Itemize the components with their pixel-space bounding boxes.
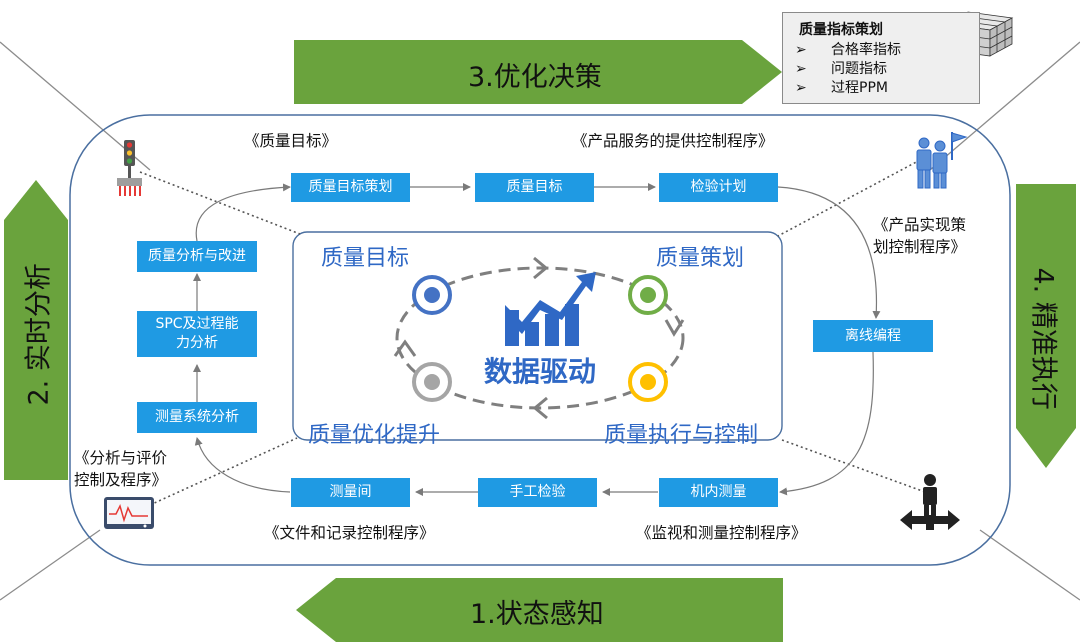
procedure-analysis: 《分析与评价 控制及程序》 bbox=[74, 449, 168, 489]
inner-frame bbox=[292, 231, 783, 441]
quality-indicator-card: 质量指标策划 ➢合格率指标 ➢问题指标 ➢过程PPM bbox=[782, 12, 980, 104]
label-quality-execute: 质量执行与控制 bbox=[604, 423, 759, 448]
center-title: 数据驱动 bbox=[484, 355, 597, 388]
node-goal bbox=[412, 275, 452, 315]
procedure-service-control: 《产品服务的提供控制程序》 bbox=[572, 132, 774, 150]
presenter-flag-icon bbox=[916, 132, 968, 189]
flow-arrows bbox=[193, 183, 881, 496]
dotted-connectors bbox=[139, 159, 926, 506]
step-offline-programming: 离线编程 bbox=[813, 320, 933, 352]
monitor-chart-icon bbox=[104, 497, 154, 529]
step-goal-planning: 质量目标策划 bbox=[291, 173, 410, 202]
step-measure-room: 测量间 bbox=[291, 478, 410, 507]
left-arrow-shape bbox=[4, 180, 68, 480]
decision-person-icon bbox=[900, 474, 960, 530]
procedure-realization: 《产品实现策 划控制程序》 bbox=[873, 216, 967, 256]
list-item: ➢问题指标 bbox=[795, 61, 887, 77]
left-arrow-label: 2. 实时分析 bbox=[23, 263, 55, 406]
procedure-document-control: 《文件和记录控制程序》 bbox=[264, 524, 435, 542]
list-item: ➢过程PPM bbox=[795, 80, 888, 96]
node-execute bbox=[628, 362, 668, 402]
step-manual-inspection: 手工检验 bbox=[478, 478, 597, 507]
top-arrow-shape bbox=[294, 40, 782, 104]
card-title: 质量指标策划 bbox=[799, 22, 883, 38]
right-arrow-shape bbox=[1016, 184, 1076, 468]
bottom-arrow-shape bbox=[296, 578, 783, 642]
step-msa: 测量系统分析 bbox=[137, 402, 257, 433]
growth-chart-icon bbox=[505, 272, 596, 346]
step-goal: 质量目标 bbox=[475, 173, 594, 202]
outer-frame bbox=[69, 114, 1011, 566]
label-quality-improve: 质量优化提升 bbox=[308, 423, 441, 448]
top-arrow-label: 3.优化决策 bbox=[468, 62, 602, 93]
node-plan bbox=[628, 275, 668, 315]
procedure-quality-goal: 《质量目标》 bbox=[244, 132, 338, 150]
step-quality-improve: 质量分析与改进 bbox=[137, 241, 257, 272]
bottom-arrow-label: 1.状态感知 bbox=[470, 599, 604, 630]
step-spc: SPC及过程能 力分析 bbox=[137, 311, 257, 357]
card-list: ➢合格率指标 ➢问题指标 ➢过程PPM bbox=[783, 41, 979, 98]
cycle-ellipse bbox=[395, 266, 685, 410]
right-arrow-label: 4. 精准执行 bbox=[1027, 267, 1059, 410]
procedure-monitor-control: 《监视和测量控制程序》 bbox=[636, 524, 807, 542]
label-quality-plan: 质量策划 bbox=[656, 246, 745, 271]
step-inline-measure: 机内测量 bbox=[659, 478, 778, 507]
node-improve bbox=[412, 362, 452, 402]
list-item: ➢合格率指标 bbox=[795, 42, 901, 58]
step-inspection-plan: 检验计划 bbox=[659, 173, 778, 202]
cycle-arrowheads bbox=[393, 256, 685, 420]
traffic-light-icon bbox=[117, 140, 142, 196]
label-quality-goal: 质量目标 bbox=[321, 246, 410, 271]
